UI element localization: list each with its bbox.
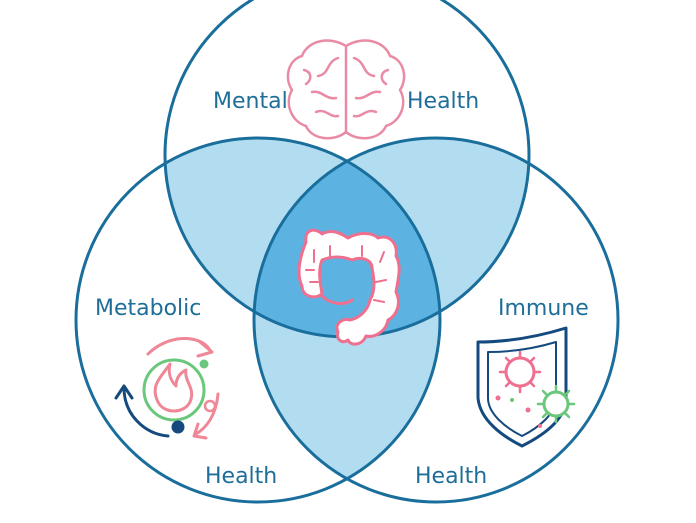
brain-icon [286,39,406,140]
metabolic-label: Metabolic [95,296,201,321]
immune-health-circle [252,136,620,504]
immune-label: Immune [498,296,589,321]
metabolic-health-label: Health [205,464,277,489]
immune-shield-virus-icon [476,326,576,448]
intestine-icon [297,228,401,346]
immune-health-label: Health [415,464,487,489]
metabolic-health-circle [74,136,442,504]
mental-health-label: Health [407,89,479,114]
mental-label: Mental [213,89,288,114]
metabolism-flame-icon [114,337,220,440]
